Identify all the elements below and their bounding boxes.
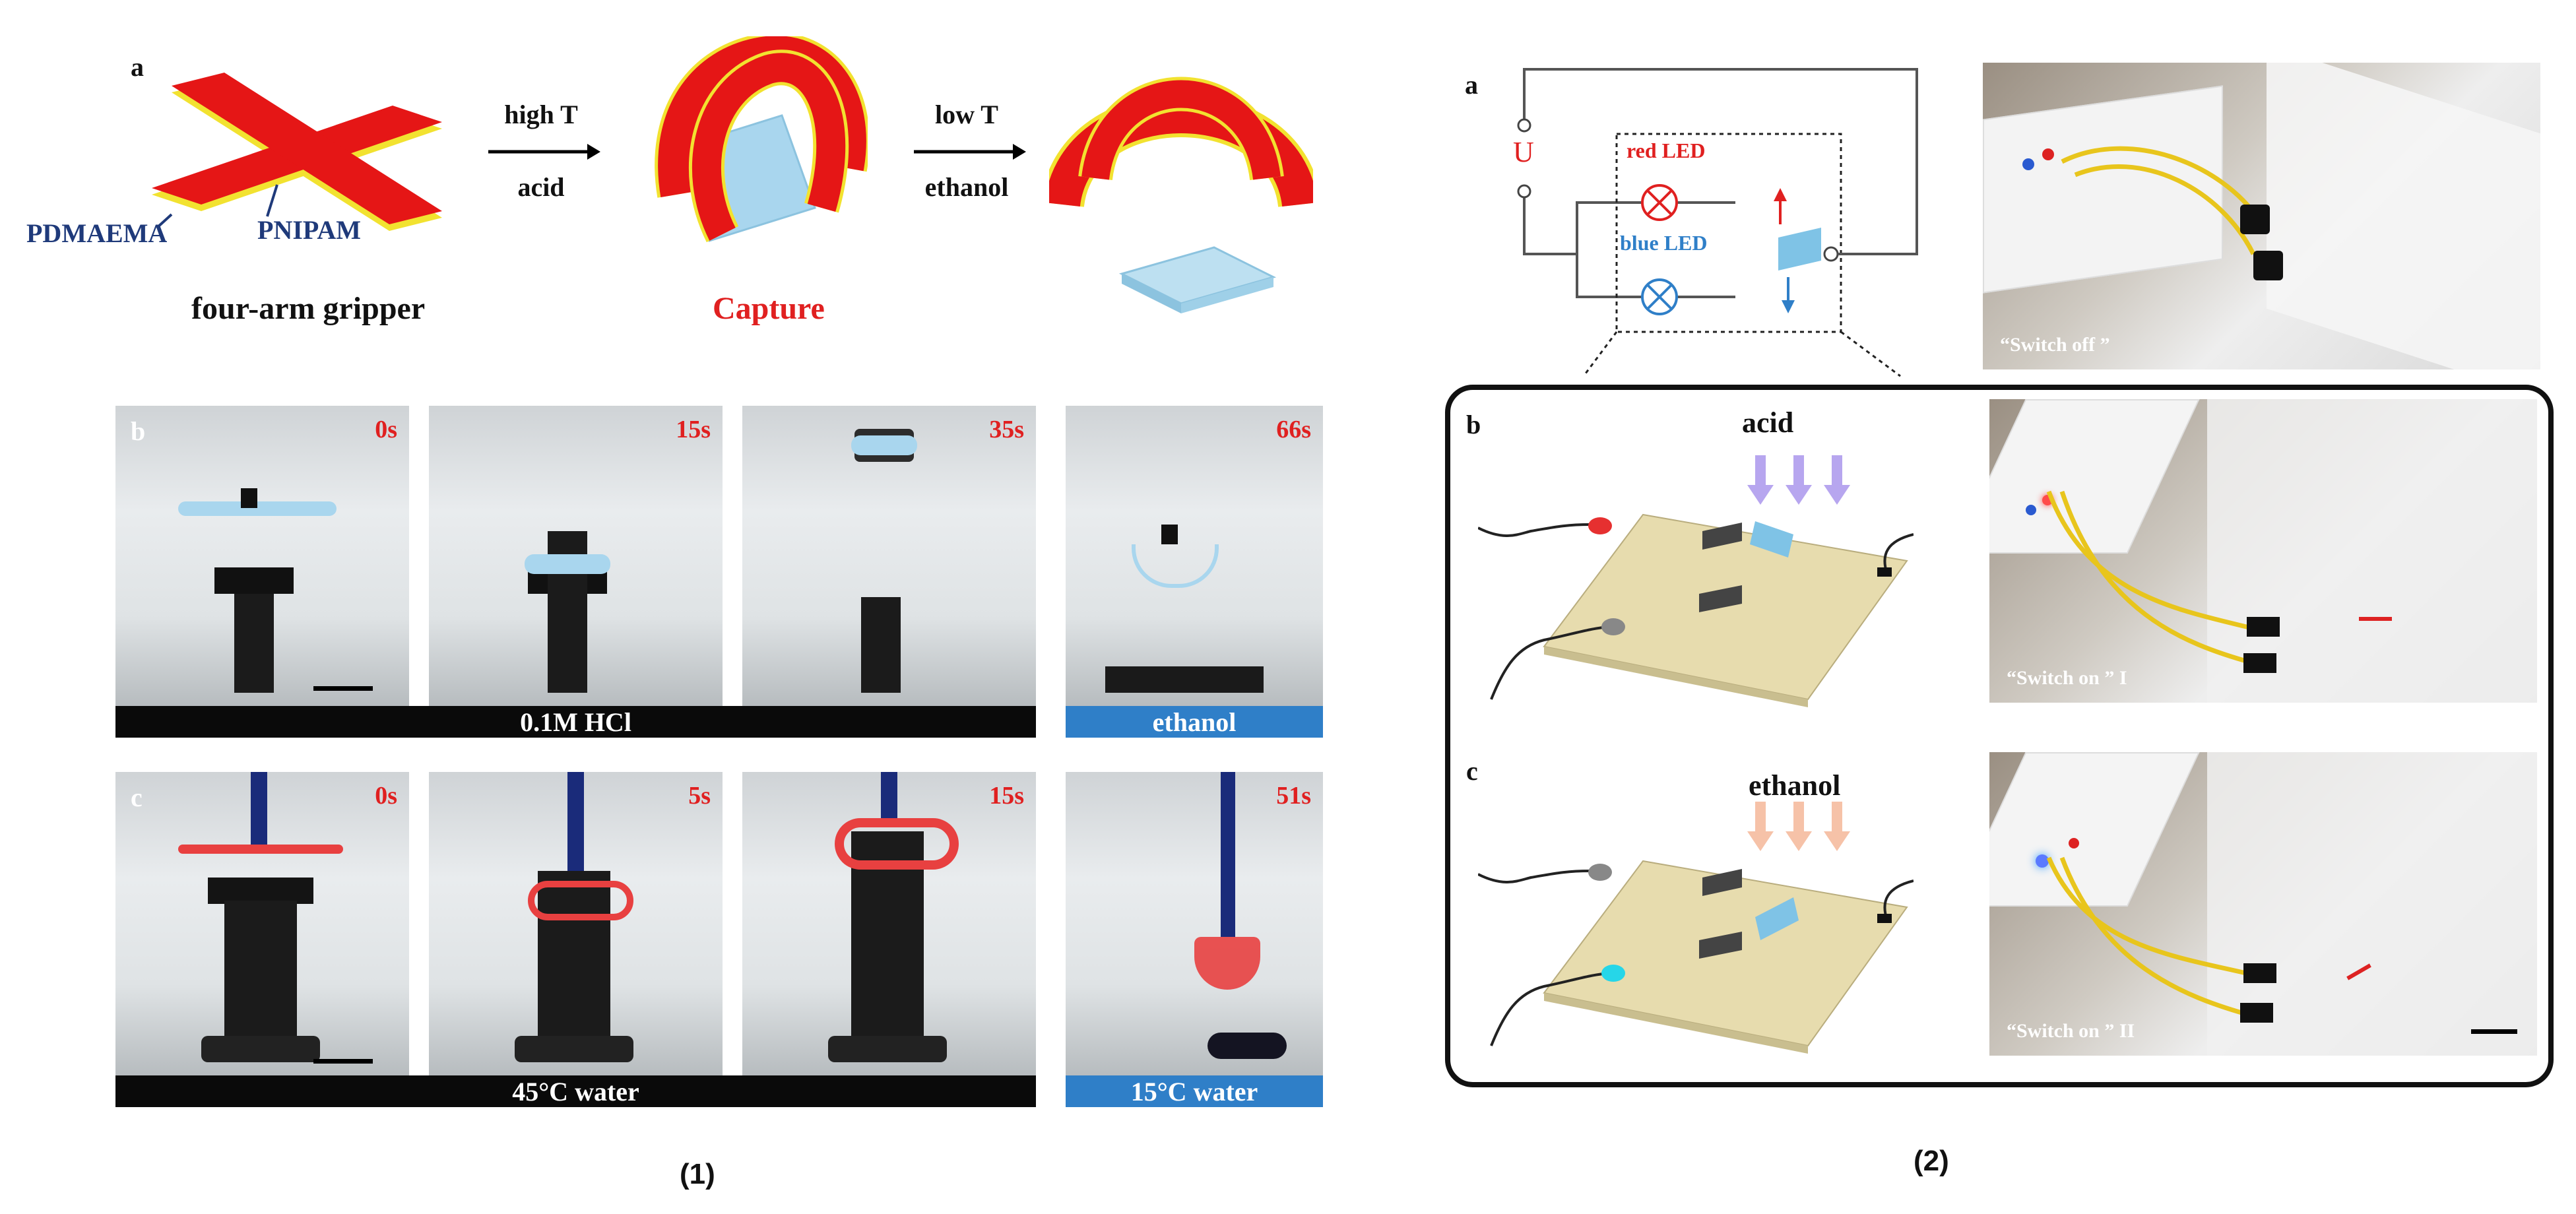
red-led-label: red LED [1626,139,1706,162]
four-arm-gripper-illustration [152,73,442,231]
figure1-caption: (1) [680,1158,715,1190]
bar-c-side: 15°C water [1066,1075,1323,1107]
voltage-label: U [1513,136,1534,168]
pdmaema-label: PDMAEMA [26,218,168,248]
photo-b-0: 0s [115,406,409,706]
photo-b-1: 15s [429,406,723,706]
gripper-label: four-arm gripper [191,291,426,326]
switch-on-1-label: “Switch on ” I [2007,667,2127,689]
photo-c-3: 51s [1066,772,1323,1075]
acid-label: acid [1742,406,1794,439]
switch-on-2-label: “Switch on ” II [2007,1020,2135,1042]
photo-switch-on-1: “Switch on ” I [1989,399,2537,703]
photo-b-3-time: 66s [1276,416,1311,443]
bar-b-main: 0.1M HCl [115,706,1036,738]
figure2-caption: (2) [1914,1145,1949,1177]
arrow1-bottom-label: acid [517,172,565,202]
photo-b-0-time: 0s [375,416,397,443]
bar-b-side: ethanol [1066,706,1323,738]
arrow1-top-label: high T [504,100,578,129]
panel-a-letter: a [131,52,144,82]
arrow1-icon [488,144,600,160]
photo-b-2-time: 35s [989,416,1024,443]
panel-2b-letter: b [1466,410,1481,439]
arrow2-bottom-label: ethanol [924,172,1009,202]
blue-led-label: blue LED [1620,231,1708,255]
panel-2a-letter: a [1465,70,1478,100]
arrow2-icon [914,144,1026,160]
photo-c-2-time: 15s [989,782,1024,810]
ethanol-label: ethanol [1749,769,1841,802]
pnipam-label: PNIPAM [257,215,361,245]
bar-c-main: 45°C water [115,1075,1036,1107]
switch-off-label: “Switch off ” [2000,334,2110,356]
panel-2c-letter: c [1466,756,1478,786]
device-ethanol-diagram [1478,802,1914,1054]
capture-label: Capture [713,291,825,326]
photo-c-1: 5s [429,772,723,1075]
device-acid-diagram [1478,455,1914,707]
photo-switch-on-2: “Switch on ” II [1989,752,2537,1056]
photo-switch-off: “Switch off ” [1983,63,2540,369]
photo-b-2: 35s [742,406,1036,706]
panel-b-letter: b [131,416,146,446]
photo-b-1-time: 15s [676,416,711,443]
photo-c-1-time: 5s [688,782,711,810]
panel-c-letter: c [131,783,143,812]
circuit-diagram [1517,68,1918,377]
photo-c-3-time: 51s [1276,782,1311,810]
photo-c-0: 0s [115,772,409,1075]
photo-c-0-time: 0s [375,782,397,810]
zoom-frame [1445,385,2554,1087]
photo-c-2: 15s [742,772,1036,1075]
capture-illustration [655,36,868,243]
arrow2-top-label: low T [935,100,998,129]
photo-b-3: 66s [1066,406,1323,706]
release-illustration [1049,77,1313,313]
